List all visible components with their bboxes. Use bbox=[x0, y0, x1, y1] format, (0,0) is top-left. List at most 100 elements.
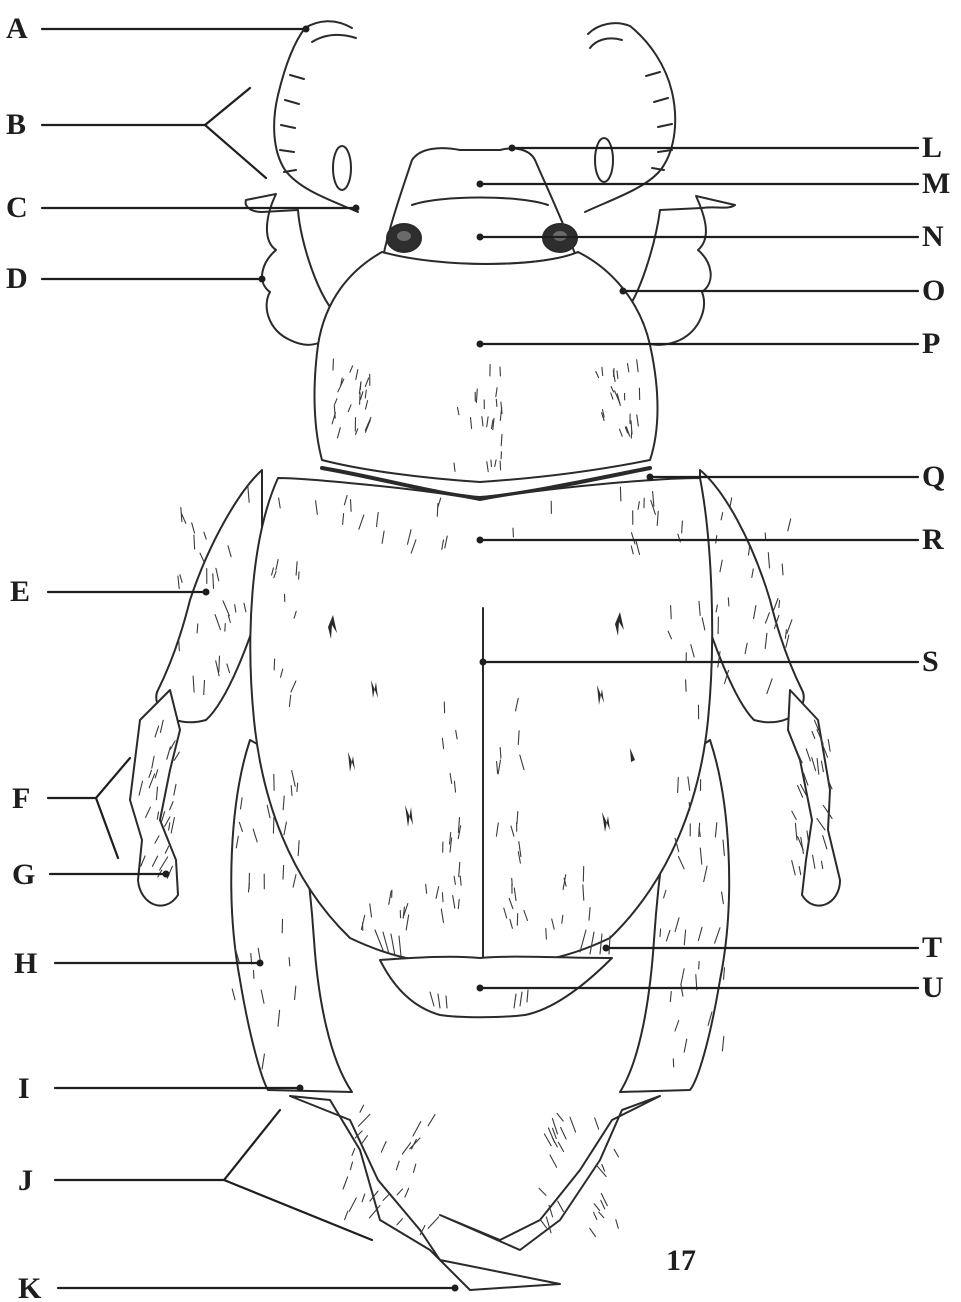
hair-stroke bbox=[724, 968, 725, 980]
hair-stroke bbox=[405, 1188, 409, 1197]
label-N: N bbox=[922, 220, 944, 253]
hair-stroke bbox=[174, 784, 176, 795]
hair-stroke bbox=[360, 1105, 364, 1112]
label-H: H bbox=[14, 947, 37, 980]
label-E: E bbox=[10, 575, 30, 608]
hair-stroke bbox=[787, 620, 792, 633]
labels-left: A B C D E F G H I J K bbox=[6, 12, 42, 1302]
hair-stroke bbox=[561, 1127, 567, 1139]
hair-stroke bbox=[602, 1165, 605, 1172]
hair-stroke bbox=[828, 739, 830, 751]
label-P: P bbox=[922, 327, 940, 360]
leader-J bbox=[55, 1110, 280, 1180]
label-S: S bbox=[922, 645, 939, 678]
hair-stroke bbox=[171, 818, 174, 833]
hair-stroke bbox=[788, 519, 791, 531]
hair-stroke bbox=[197, 624, 198, 633]
label-O: O bbox=[922, 274, 945, 307]
hair-stroke bbox=[358, 1114, 370, 1126]
hair-stroke bbox=[544, 1134, 551, 1146]
hair-stroke bbox=[361, 1136, 367, 1145]
hair-stroke bbox=[773, 599, 778, 613]
hair-stroke bbox=[616, 1220, 619, 1229]
hair-stroke bbox=[360, 393, 361, 405]
hair-stroke bbox=[350, 1162, 352, 1170]
hair-stroke bbox=[594, 1204, 600, 1211]
hair-stroke bbox=[225, 624, 226, 632]
hair-stroke bbox=[410, 1138, 420, 1149]
hair-stroke bbox=[595, 1118, 599, 1129]
hair-stroke bbox=[204, 532, 206, 539]
hair-stroke bbox=[557, 1113, 563, 1121]
hair-stroke bbox=[620, 487, 621, 501]
hair-stroke bbox=[768, 553, 769, 568]
hair-stroke bbox=[722, 1036, 723, 1051]
hair-stroke bbox=[180, 575, 182, 583]
hair-stroke bbox=[381, 1142, 386, 1153]
hair-stroke bbox=[428, 1217, 439, 1228]
label-A: A bbox=[6, 12, 28, 45]
hair-stroke bbox=[170, 802, 173, 810]
hair-stroke bbox=[678, 777, 679, 792]
hair-stroke bbox=[351, 500, 352, 512]
leader-F-second bbox=[96, 798, 118, 858]
hair-stroke bbox=[181, 508, 182, 522]
labels-right: L M N O P Q R S T U bbox=[922, 131, 950, 1004]
label-I: I bbox=[18, 1072, 30, 1105]
hair-stroke bbox=[671, 606, 672, 619]
leader-F bbox=[48, 758, 130, 798]
hair-stroke bbox=[273, 818, 274, 834]
hair-stroke bbox=[601, 1200, 605, 1209]
label-K: K bbox=[18, 1272, 42, 1302]
hair-stroke bbox=[219, 656, 220, 672]
label-J: J bbox=[18, 1164, 33, 1197]
label-U: U bbox=[922, 971, 944, 1004]
hair-stroke bbox=[402, 1143, 410, 1154]
hair-stroke bbox=[546, 929, 547, 940]
label-M: M bbox=[922, 167, 950, 200]
leader-B bbox=[42, 88, 250, 125]
label-B: B bbox=[6, 108, 26, 141]
hair-stroke bbox=[179, 640, 180, 651]
hair-stroke bbox=[599, 1212, 604, 1218]
label-L: L bbox=[922, 131, 942, 164]
hair-stroke bbox=[500, 461, 501, 470]
right-palp bbox=[595, 138, 613, 182]
label-G: G bbox=[12, 858, 35, 891]
hair-stroke bbox=[558, 1142, 563, 1151]
hair-stroke bbox=[232, 989, 235, 1000]
hair-stroke bbox=[550, 1155, 557, 1167]
hair-stroke bbox=[362, 1194, 365, 1202]
hair-stroke bbox=[728, 598, 729, 606]
hair-stroke bbox=[397, 1189, 402, 1195]
hair-stroke bbox=[496, 399, 497, 406]
hair-stroke bbox=[192, 523, 195, 533]
hair-stroke bbox=[682, 521, 683, 533]
hair-stroke bbox=[689, 802, 690, 810]
label-Q: Q bbox=[922, 460, 945, 493]
hair-stroke bbox=[686, 680, 687, 691]
hair-stroke bbox=[792, 861, 796, 875]
left-palp bbox=[333, 146, 351, 190]
beetle-illustration bbox=[130, 21, 840, 1290]
hair-stroke bbox=[343, 1177, 348, 1189]
hair-stroke bbox=[795, 823, 797, 840]
hair-stroke bbox=[194, 535, 195, 549]
label-R: R bbox=[922, 523, 944, 556]
hair-stroke bbox=[782, 564, 783, 575]
hair-stroke bbox=[283, 865, 284, 879]
hair-stroke bbox=[614, 1149, 618, 1157]
label-T: T bbox=[922, 931, 942, 964]
hair-stroke bbox=[442, 893, 443, 902]
hair-stroke bbox=[660, 929, 661, 937]
label-F: F bbox=[12, 782, 30, 815]
hair-stroke bbox=[414, 1164, 416, 1172]
hair-stroke bbox=[799, 867, 801, 875]
hair-stroke bbox=[779, 600, 780, 607]
hair-stroke bbox=[539, 1188, 546, 1195]
hair-stroke bbox=[785, 630, 786, 639]
hair-stroke bbox=[570, 1117, 576, 1132]
hair-stroke bbox=[213, 574, 214, 589]
hair-stroke bbox=[730, 498, 732, 507]
